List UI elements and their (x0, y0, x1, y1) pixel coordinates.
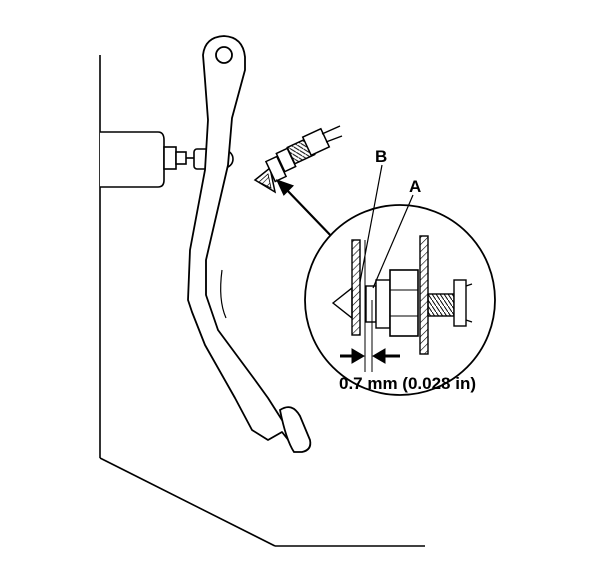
detail-leader-arrow (275, 179, 336, 241)
label-a: A (409, 177, 421, 196)
master-cylinder (100, 131, 196, 188)
switch-locknut (389, 269, 419, 337)
clearance-dimension (340, 240, 400, 372)
pedal-pivot-hole (215, 46, 233, 64)
floor-outline (99, 55, 425, 547)
switch-bracket-plate (419, 235, 429, 355)
label-leaders (359, 164, 414, 289)
label-b: B (375, 147, 387, 166)
detail-magnified-view (304, 204, 496, 396)
pedal-pad (278, 406, 312, 453)
switch-head-a (365, 285, 377, 323)
label-clearance: 0.7 mm (0.028 in) (339, 374, 476, 393)
brake-switch-assembly (253, 125, 343, 194)
pedal-plate-b (351, 239, 361, 336)
brake-pedal-arm (187, 35, 301, 447)
